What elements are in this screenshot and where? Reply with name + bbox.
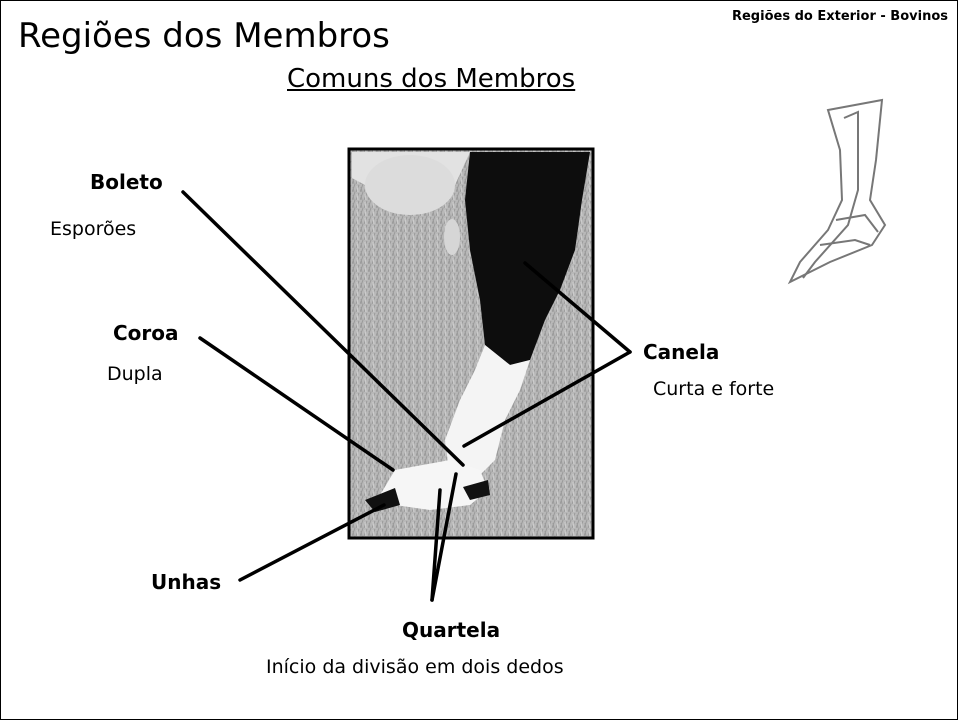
canela-line-upper [523,261,632,354]
cow-leg-photo [347,147,595,540]
label-boleto: Boleto [90,170,163,194]
section-header: Regiões do Exterior - Bovinos [731,9,948,24]
page-title: Regiões dos Membros [18,16,390,56]
quartela-line-left [430,488,442,602]
label-unhas: Unhas [151,570,222,594]
label-quartela-desc: Início da divisão em dois dedos [266,656,564,678]
label-dupla: Dupla [107,363,163,385]
label-canela: Canela [643,340,720,364]
coroa-line [198,336,395,472]
label-coroa: Coroa [113,321,179,345]
canela-line-lower [462,350,632,448]
label-canela-desc: Curta e forte [653,378,775,400]
leg-sketch-icon [787,98,887,285]
page-subtitle: Comuns dos Membros [287,64,576,94]
leader-lines [181,190,632,602]
unhas-line [238,503,386,582]
quartela-line-right [430,472,458,602]
label-esporoes: Esporões [50,218,137,240]
boleto-line [181,190,465,467]
label-quartela: Quartela [402,618,501,642]
